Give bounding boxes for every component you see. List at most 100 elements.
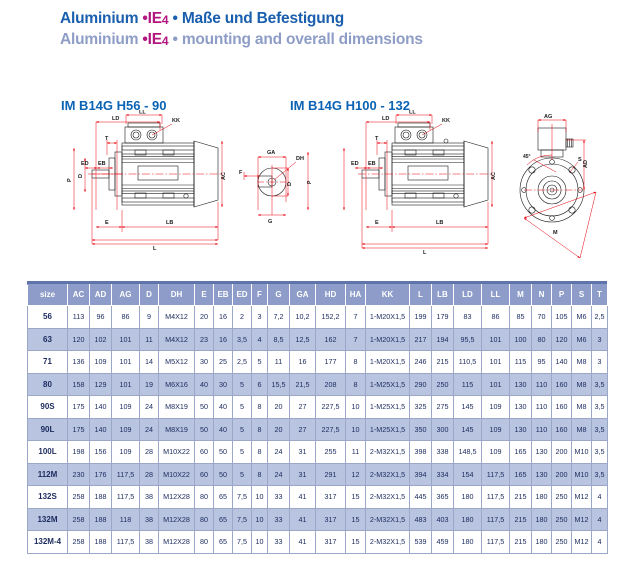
cell-hd: 227,5	[315, 417, 346, 441]
cell-size: 63	[27, 327, 68, 351]
cell-ll: 109	[481, 417, 510, 441]
cell-e: 20	[194, 305, 214, 329]
cell-e: 50	[194, 395, 214, 419]
cell-kk: 2-M32X1,5	[365, 530, 410, 554]
column-header-ad: AD	[89, 284, 112, 306]
cell-g: 33	[267, 507, 290, 531]
cell-ad: 188	[89, 485, 112, 509]
column-header-ld: LD	[453, 284, 482, 306]
cell-size: 90L	[27, 417, 68, 441]
cell-m: 215	[509, 485, 532, 509]
cell-n: 110	[531, 417, 552, 441]
cell-kk: 1-M20X1,5	[365, 350, 410, 374]
cell-f: 8	[251, 440, 268, 464]
cell-eb: 16	[213, 327, 233, 351]
dim-label-45deg-flange: 45°	[523, 154, 531, 160]
column-header-e: E	[194, 284, 214, 306]
cell-ga: 27	[289, 417, 316, 441]
cell-ed: 7,5	[232, 530, 252, 554]
cell-size: 112M	[27, 462, 68, 486]
cell-ga: 31	[289, 462, 316, 486]
cell-f: 3	[251, 305, 268, 329]
cell-s: M8	[571, 417, 592, 441]
cell-p: 250	[551, 507, 572, 531]
cell-ad: 109	[89, 350, 112, 374]
cell-p: 160	[551, 417, 572, 441]
cell-eb: 16	[213, 305, 233, 329]
cell-size: 90S	[27, 395, 68, 419]
cell-p: 160	[551, 372, 572, 396]
cell-ed: 5	[232, 372, 252, 396]
cell-l: 350	[409, 417, 432, 441]
cell-n: 110	[531, 395, 552, 419]
cell-ld: 110,5	[453, 350, 482, 374]
cell-kk: 2-M32X1,5	[365, 462, 410, 486]
cell-ac: 175	[67, 417, 90, 441]
column-header-ac: AC	[67, 284, 90, 306]
cell-hd: 162	[315, 327, 346, 351]
cell-dh: M12X28	[158, 530, 195, 554]
dim-label-ad-flange: AD	[583, 160, 589, 168]
cell-ag: 86	[111, 305, 140, 329]
cell-f: 8	[251, 395, 268, 419]
cell-e: 40	[194, 372, 214, 396]
cell-ag: 117,5	[111, 485, 140, 509]
cell-dh: M4X12	[158, 305, 195, 329]
cell-eb: 65	[213, 485, 233, 509]
dim-label-ld-left: LD	[112, 116, 119, 122]
title-en-separator: •	[168, 31, 182, 49]
dim-label-kk-left: KK	[172, 118, 180, 124]
title-en-prefix: Aluminium	[60, 31, 143, 49]
cell-lb: 300	[431, 417, 454, 441]
cell-e: 80	[194, 530, 214, 554]
cell-f: 10	[251, 530, 268, 554]
cell-g: 24	[267, 462, 290, 486]
title-de-separator: •	[168, 10, 182, 27]
cell-d: 11	[139, 327, 159, 351]
cell-g: 15,5	[267, 372, 290, 396]
cell-e: 60	[194, 462, 214, 486]
dim-label-ed-left: ED	[81, 161, 89, 167]
cell-ga: 27	[289, 395, 316, 419]
cell-ll: 117,5	[481, 530, 510, 554]
column-header-p: P	[551, 284, 572, 306]
cell-ed: 3,5	[232, 327, 252, 351]
cell-eb: 65	[213, 507, 233, 531]
cell-s: M12	[571, 485, 592, 509]
cell-ag: 109	[111, 440, 140, 464]
cell-ac: 113	[67, 305, 90, 329]
cell-hd: 255	[315, 440, 346, 464]
cell-ga: 12,5	[289, 327, 316, 351]
cell-g: 33	[267, 530, 290, 554]
cell-eb: 50	[213, 462, 233, 486]
cell-ad: 102	[89, 327, 112, 351]
cell-p: 105	[551, 305, 572, 329]
column-header-eb: EB	[213, 284, 233, 306]
cell-e: 30	[194, 350, 214, 374]
cell-p: 250	[551, 485, 572, 509]
cell-size: 80	[27, 372, 68, 396]
cell-n: 180	[531, 507, 552, 531]
cell-t: 4	[591, 530, 608, 554]
dim-label-eb-right: EB	[368, 161, 376, 167]
cell-t: 3,5	[591, 417, 608, 441]
cell-ac: 230	[67, 462, 90, 486]
dim-label-eb-left: EB	[98, 161, 106, 167]
dim-label-g-middle: G	[268, 219, 272, 225]
cell-ha: 8	[345, 372, 366, 396]
column-header-l: L	[409, 284, 432, 306]
cell-ad: 140	[89, 395, 112, 419]
cell-hd: 317	[315, 530, 346, 554]
cell-ha: 10	[345, 395, 366, 419]
column-header-f: F	[251, 284, 268, 306]
cell-l: 325	[409, 395, 432, 419]
cell-ad: 176	[89, 462, 112, 486]
cell-ed: 5	[232, 440, 252, 464]
cell-lb: 338	[431, 440, 454, 464]
cell-d: 38	[139, 530, 159, 554]
cell-lb: 194	[431, 327, 454, 351]
